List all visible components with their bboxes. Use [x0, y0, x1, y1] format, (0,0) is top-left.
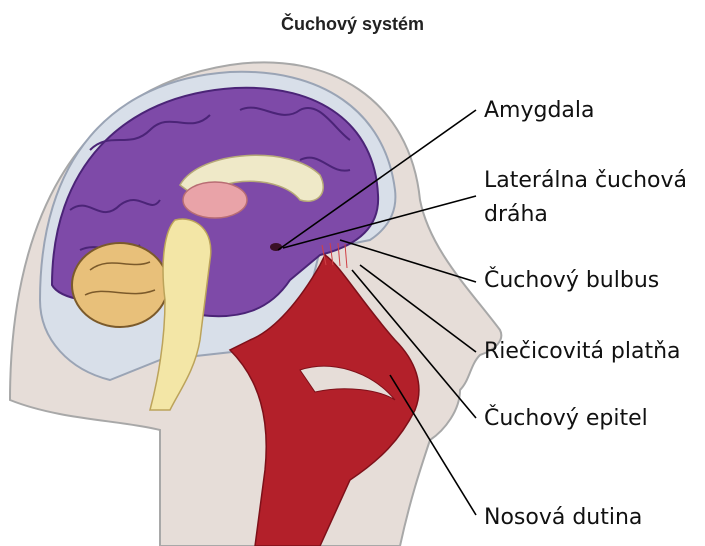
cerebellum: [72, 243, 168, 327]
olfactory-bulb: [270, 243, 282, 251]
label-cribriform-plate: Riečicovitá platňa: [484, 337, 681, 367]
label-amygdala: Amygdala: [484, 96, 595, 126]
label-olfactory-epithelium: Čuchový epitel: [484, 404, 648, 434]
label-lateral-tract-line1: Laterálna čuchová: [484, 166, 687, 196]
thalamus: [183, 182, 247, 218]
label-nasal-cavity: Nosová dutina: [484, 503, 642, 533]
label-lateral-tract-line2: dráha: [484, 200, 548, 230]
label-olfactory-bulb: Čuchový bulbus: [484, 266, 659, 296]
